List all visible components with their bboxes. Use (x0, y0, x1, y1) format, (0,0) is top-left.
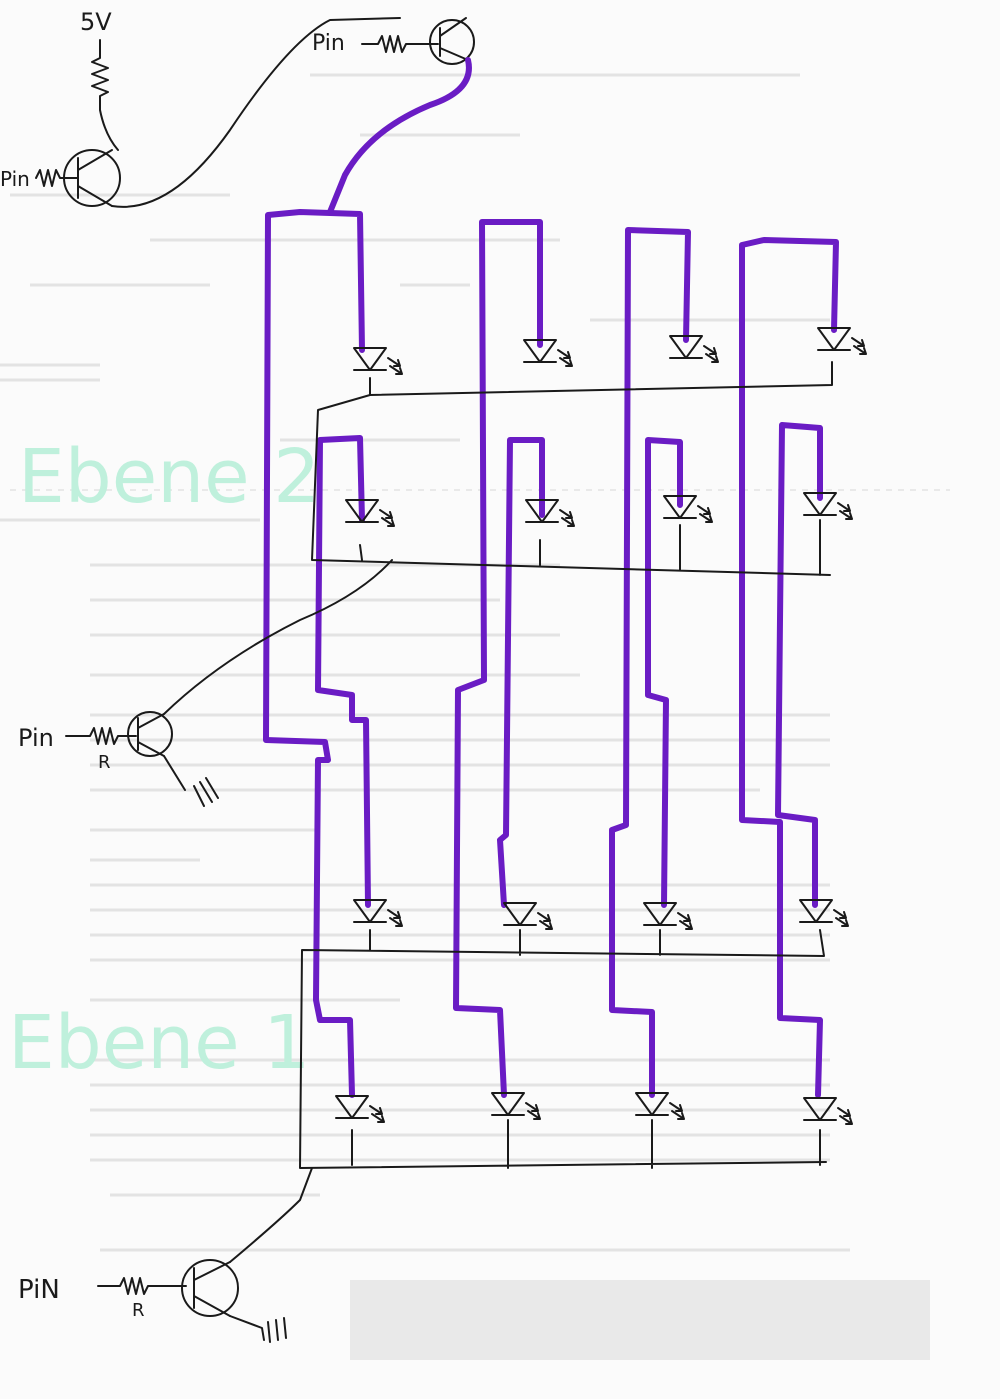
led-group (335, 327, 867, 1125)
pin-label-middle: Pin (18, 724, 54, 752)
pin-label-top-right: Pin (312, 31, 345, 56)
led-icon (803, 492, 853, 520)
layer-label-upper: Ebene 2 (18, 434, 320, 520)
layer-1-bus (299, 929, 827, 1169)
led-icon (523, 339, 573, 367)
resistor-top-right (361, 35, 439, 53)
npn-transistor-icon (181, 1259, 239, 1317)
transistor-middle (127, 711, 173, 757)
resistor-label-middle: R (98, 752, 111, 773)
column-rail-1-upper-branch (315, 435, 371, 908)
supply-label: 5V (80, 8, 112, 36)
resistor-label-bottom: R (132, 1300, 145, 1321)
npn-transistor-icon (429, 19, 475, 65)
led-icon (345, 499, 395, 527)
led-icon (503, 902, 553, 930)
layer-buses (299, 361, 833, 1169)
led-icon (353, 899, 403, 927)
column-rail-4-upper-branch (775, 422, 823, 908)
wire-top-right-to-column-1 (327, 57, 472, 215)
column-rail-1 (263, 209, 365, 1098)
led-icon (803, 1097, 853, 1125)
transistor-bottom (181, 1259, 239, 1317)
led-icon (335, 1095, 385, 1123)
transistor-top-right (429, 17, 475, 65)
ground-icon (229, 1315, 287, 1343)
led-icon (663, 495, 713, 523)
resistor-supply (91, 39, 119, 151)
resistor-top-left (35, 169, 79, 187)
column-rail-3 (609, 227, 691, 1098)
led-icon (799, 899, 849, 927)
pin-label-bottom: PiN (18, 1275, 60, 1305)
layer-2-bus (311, 361, 833, 576)
column-rail-2 (453, 219, 543, 1098)
led-icon (669, 335, 719, 363)
wire-middle-transistor-to-layer-2 (163, 559, 393, 715)
column-rail-3-upper-branch (645, 437, 683, 908)
pin-label-top-left: Pin (0, 167, 30, 191)
wire-bottom-transistor-to-layer-1 (229, 1167, 313, 1263)
layer-label-lower: Ebene 1 (8, 1000, 310, 1086)
led-icon (817, 327, 867, 355)
column-rail-2-upper-branch (497, 437, 545, 908)
led-icon (353, 347, 403, 375)
transistor-top-left (63, 149, 121, 207)
led-icon (643, 902, 693, 930)
npn-transistor-icon (127, 711, 173, 757)
resistor-middle (65, 727, 137, 745)
column-rail-4 (739, 237, 839, 1098)
wire-top-left-to-top-right (111, 17, 401, 208)
resistor-bottom (97, 1277, 187, 1295)
column-rails (263, 209, 839, 1098)
ground-icon (163, 755, 219, 807)
led-icon (491, 1092, 541, 1120)
led-icon (525, 499, 575, 527)
bleed-through-heading (350, 1280, 930, 1360)
led-icon (635, 1092, 685, 1120)
